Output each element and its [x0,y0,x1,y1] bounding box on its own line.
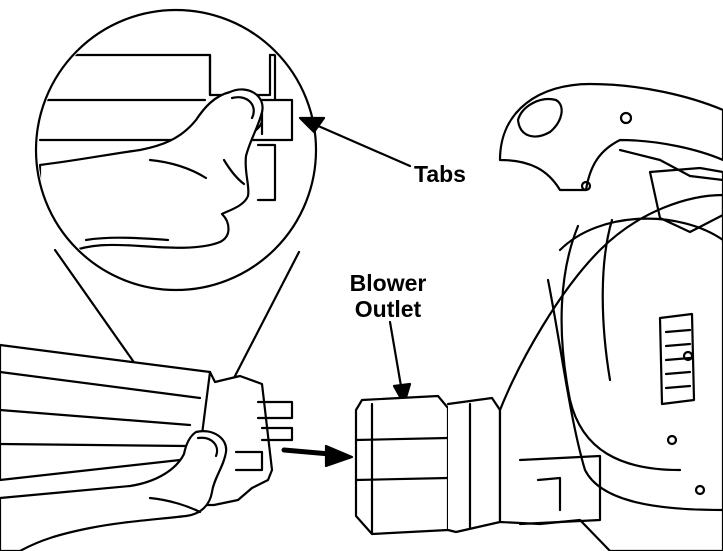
label-blower-outlet-line1: Blower [349,270,427,296]
label-tabs: Tabs [414,161,466,187]
label-blower-outlet: Blower Outlet [338,270,438,322]
callout-detail [38,53,294,264]
blower-body [354,82,723,551]
outlet-arrow [388,320,412,406]
vent-slots [658,312,696,406]
outlet-nozzle [354,394,450,536]
tabs-arrow [298,116,412,168]
hand-detail [38,88,264,264]
blower-tube [0,343,294,551]
magnifier-callout [34,8,318,444]
handle [498,82,723,192]
hand-on-tube [0,430,228,551]
direction-arrow [281,444,354,468]
label-blower-outlet-line2: Outlet [354,296,422,322]
